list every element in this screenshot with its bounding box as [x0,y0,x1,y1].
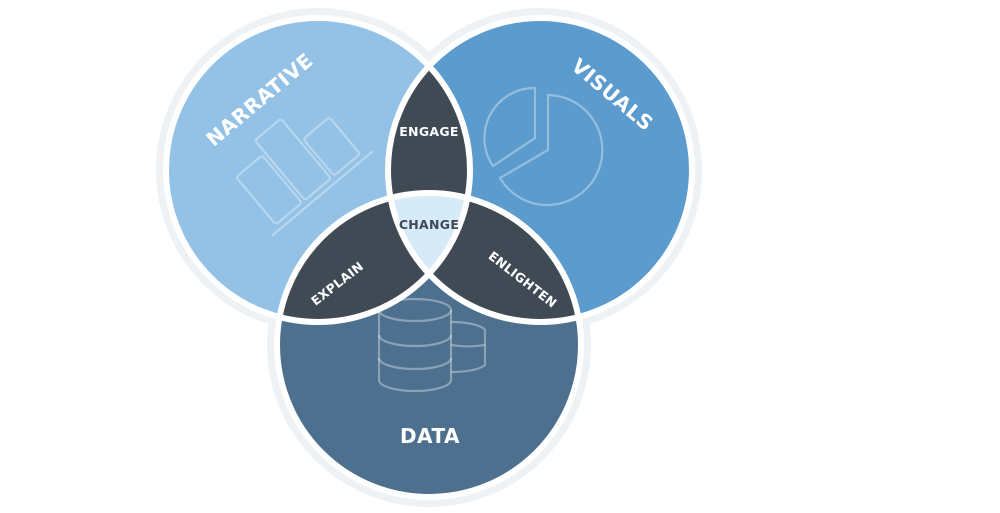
explain-region [277,193,470,322]
database-icon [377,297,487,393]
bar-chart-icon [236,117,374,237]
enlighten-region [388,193,581,322]
circle-outlines [163,15,695,500]
data-label: DATA [400,424,460,448]
engage-label: ENGAGE [399,124,459,139]
pie-chart-icon [483,86,604,207]
change-label: CHANGE [399,217,459,232]
